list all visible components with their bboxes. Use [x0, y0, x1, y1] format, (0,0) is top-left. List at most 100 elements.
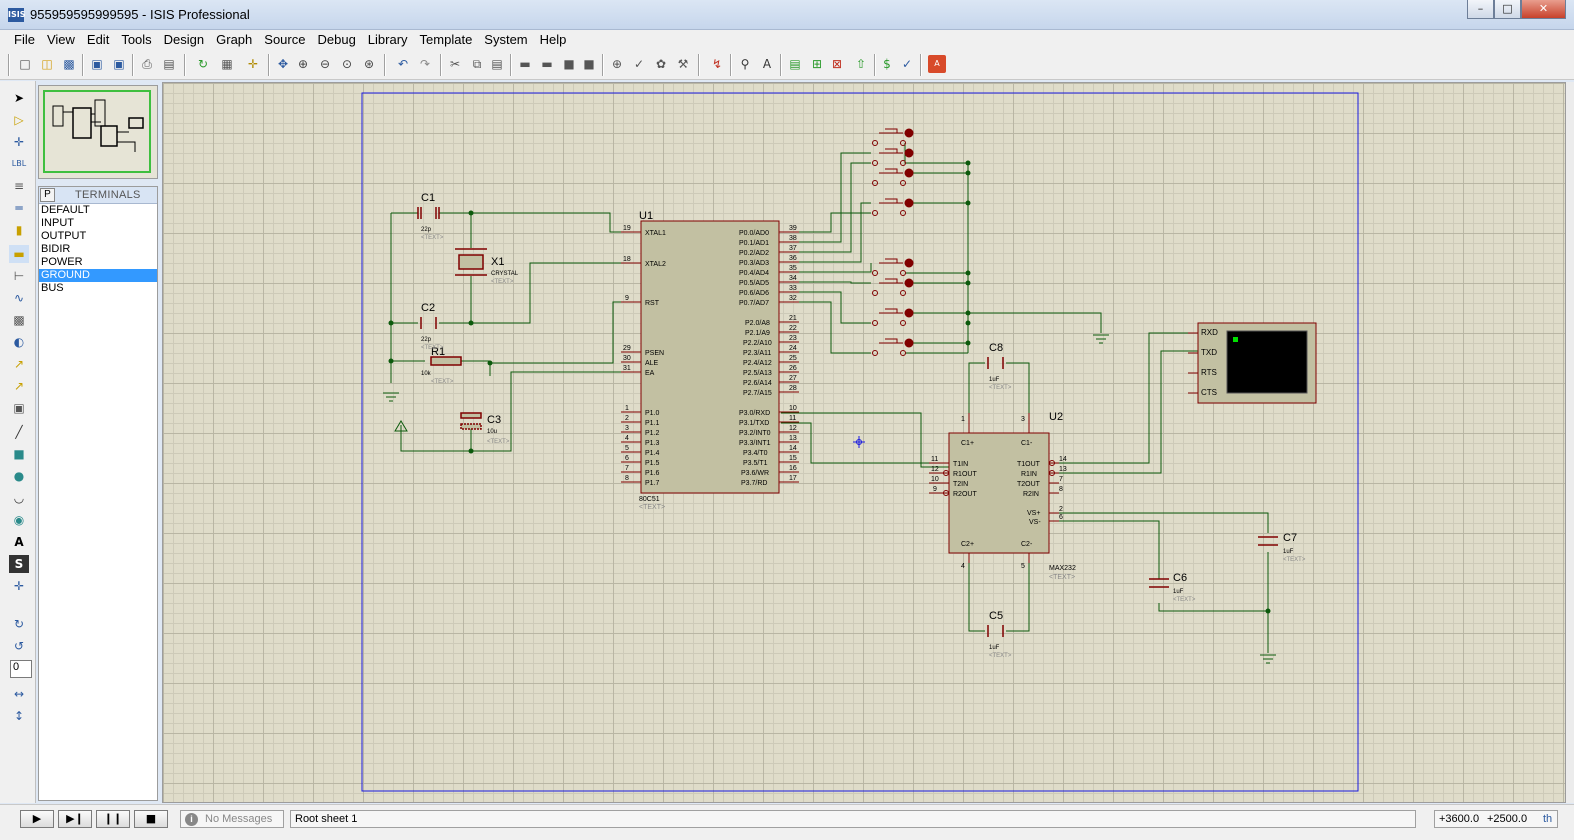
menu-tools[interactable]: Tools — [121, 32, 152, 47]
component-icon[interactable]: ▷ — [14, 113, 24, 127]
step-icon[interactable]: ▶❙ — [58, 810, 92, 828]
package-icon[interactable]: ✿ — [655, 57, 667, 71]
box-icon[interactable]: ■ — [13, 447, 25, 461]
junction-icon[interactable]: ✛ — [13, 135, 25, 149]
menu-edit[interactable]: Edit — [86, 32, 110, 47]
text-icon[interactable]: A — [14, 535, 24, 549]
svg-text:1uF: 1uF — [1173, 589, 1184, 595]
minimize-button[interactable]: – — [1467, 0, 1494, 19]
menu-file[interactable]: File — [14, 32, 35, 47]
menu-source[interactable]: Source — [264, 32, 306, 47]
terminal-item-power[interactable]: POWER — [41, 256, 83, 268]
circle-icon[interactable]: ● — [13, 469, 25, 483]
rotate-cw-icon[interactable]: ↻ — [13, 617, 25, 631]
selection-icon[interactable]: ➤ — [13, 91, 25, 105]
zoom-in-icon[interactable]: ⊕ — [297, 57, 309, 71]
open-icon[interactable]: ◫ — [41, 57, 53, 71]
voltage-probe-icon[interactable]: ↗ — [13, 357, 25, 371]
text-script-icon[interactable]: ≡ — [13, 179, 25, 193]
terminal-item-default[interactable]: DEFAULT — [41, 204, 90, 216]
exit-parent-icon[interactable]: ⇧ — [855, 57, 867, 71]
pan-icon[interactable]: ✥ — [277, 57, 289, 71]
overview-window[interactable] — [38, 85, 158, 179]
decompose-icon[interactable]: ⚒ — [677, 57, 689, 71]
block-copy-icon[interactable]: ▬ — [519, 57, 531, 71]
export-icon[interactable]: ▣ — [113, 57, 125, 71]
rotate-ccw-icon[interactable]: ↺ — [13, 639, 25, 653]
pause-icon[interactable]: ❙❙ — [96, 810, 130, 828]
search-icon[interactable]: ⚲ — [740, 57, 750, 71]
rotation-input[interactable]: 0 — [10, 660, 32, 678]
zoom-area-icon[interactable]: ⊛ — [363, 57, 375, 71]
import-icon[interactable]: ▣ — [91, 57, 103, 71]
tape-recorder-icon[interactable]: ▩ — [13, 313, 25, 327]
device-pin-icon[interactable]: ⊢ — [13, 269, 25, 283]
menu-system[interactable]: System — [484, 32, 528, 47]
maximize-button[interactable]: □ — [1494, 0, 1521, 19]
wire-autorouter-icon[interactable]: ↯ — [711, 57, 723, 71]
pick-device-icon[interactable]: ⊕ — [611, 57, 623, 71]
line-icon[interactable]: ╱ — [15, 425, 23, 439]
stop-icon[interactable]: ■ — [134, 810, 168, 828]
menu-debug[interactable]: Debug — [317, 32, 356, 47]
undo-icon[interactable]: ↶ — [397, 57, 409, 71]
menu-library[interactable]: Library — [367, 32, 408, 47]
terminal-item-output[interactable]: OUTPUT — [41, 230, 87, 242]
block-rotate-icon[interactable]: ■ — [563, 57, 575, 71]
close-button[interactable]: ✕ — [1521, 0, 1566, 19]
path-icon[interactable]: ◉ — [13, 513, 25, 527]
paste-icon[interactable]: ▤ — [491, 57, 503, 71]
menu-template[interactable]: Template — [419, 32, 473, 47]
property-tool-icon[interactable]: A — [762, 57, 772, 71]
pick-button[interactable]: P — [40, 188, 55, 202]
terminal-item-bidir[interactable]: BIDIR — [41, 243, 71, 255]
new-sheet-icon[interactable]: ⊞ — [811, 57, 823, 71]
copy-icon[interactable]: ⧉ — [472, 57, 482, 71]
mirror-y-icon[interactable]: ↕ — [13, 709, 25, 723]
print-icon[interactable]: ⎙ — [142, 57, 152, 71]
origin-icon[interactable]: ✛ — [247, 57, 259, 71]
new-icon[interactable]: □ — [19, 57, 31, 71]
zoom-all-icon[interactable]: ⊙ — [341, 57, 353, 71]
bus-icon[interactable]: ═ — [15, 201, 23, 215]
overview-viewport[interactable] — [43, 90, 151, 173]
refresh-icon[interactable]: ↻ — [197, 57, 209, 71]
symbol-icon[interactable]: S — [9, 555, 29, 573]
subcircuit-icon[interactable]: ▮ — [15, 223, 23, 237]
vertical-scrollbar[interactable] — [1566, 82, 1574, 803]
netlist-ares-icon[interactable]: A — [928, 55, 946, 73]
arc-icon[interactable]: ◡ — [13, 491, 25, 505]
play-icon[interactable]: ▶ — [20, 810, 54, 828]
menu-graph[interactable]: Graph — [216, 32, 253, 47]
make-device-icon[interactable]: ✓ — [633, 57, 645, 71]
bom-icon[interactable]: $ — [883, 57, 891, 71]
zoom-out-icon[interactable]: ⊖ — [319, 57, 331, 71]
virtual-instrument-icon[interactable]: ▣ — [13, 401, 25, 415]
terminal-icon[interactable]: ▬ — [9, 245, 29, 263]
marker-icon[interactable]: ✛ — [13, 579, 25, 593]
mirror-x-icon[interactable]: ↔ — [13, 687, 25, 701]
erc-icon[interactable]: ✓ — [901, 57, 913, 71]
redo-icon[interactable]: ↷ — [419, 57, 431, 71]
current-probe-icon[interactable]: ↗ — [13, 379, 25, 393]
grid-icon[interactable]: ▦ — [221, 57, 233, 71]
generator-icon[interactable]: ◐ — [13, 335, 25, 349]
graph-icon[interactable]: ∿ — [13, 291, 25, 305]
remove-sheet-icon[interactable]: ⊠ — [831, 57, 843, 71]
design-explorer-icon[interactable]: ▤ — [789, 57, 801, 71]
coord-unit: th — [1543, 813, 1553, 825]
terminal-item-ground[interactable]: GROUND — [39, 269, 157, 282]
block-move-icon[interactable]: ▬ — [541, 57, 553, 71]
block-delete-icon[interactable]: ■ — [583, 57, 595, 71]
terminal-item-bus[interactable]: BUS — [41, 282, 64, 294]
menu-help[interactable]: Help — [539, 32, 567, 47]
cut-icon[interactable]: ✂ — [449, 57, 461, 71]
menu-design[interactable]: Design — [163, 32, 205, 47]
terminal-item-input[interactable]: INPUT — [41, 217, 74, 229]
message-box[interactable]: i No Messages — [180, 810, 284, 828]
wire-label-icon[interactable]: LBL — [11, 159, 27, 168]
save-icon[interactable]: ▩ — [63, 57, 75, 71]
menu-view[interactable]: View — [46, 32, 75, 47]
page-setup-icon[interactable]: ▤ — [163, 57, 175, 71]
